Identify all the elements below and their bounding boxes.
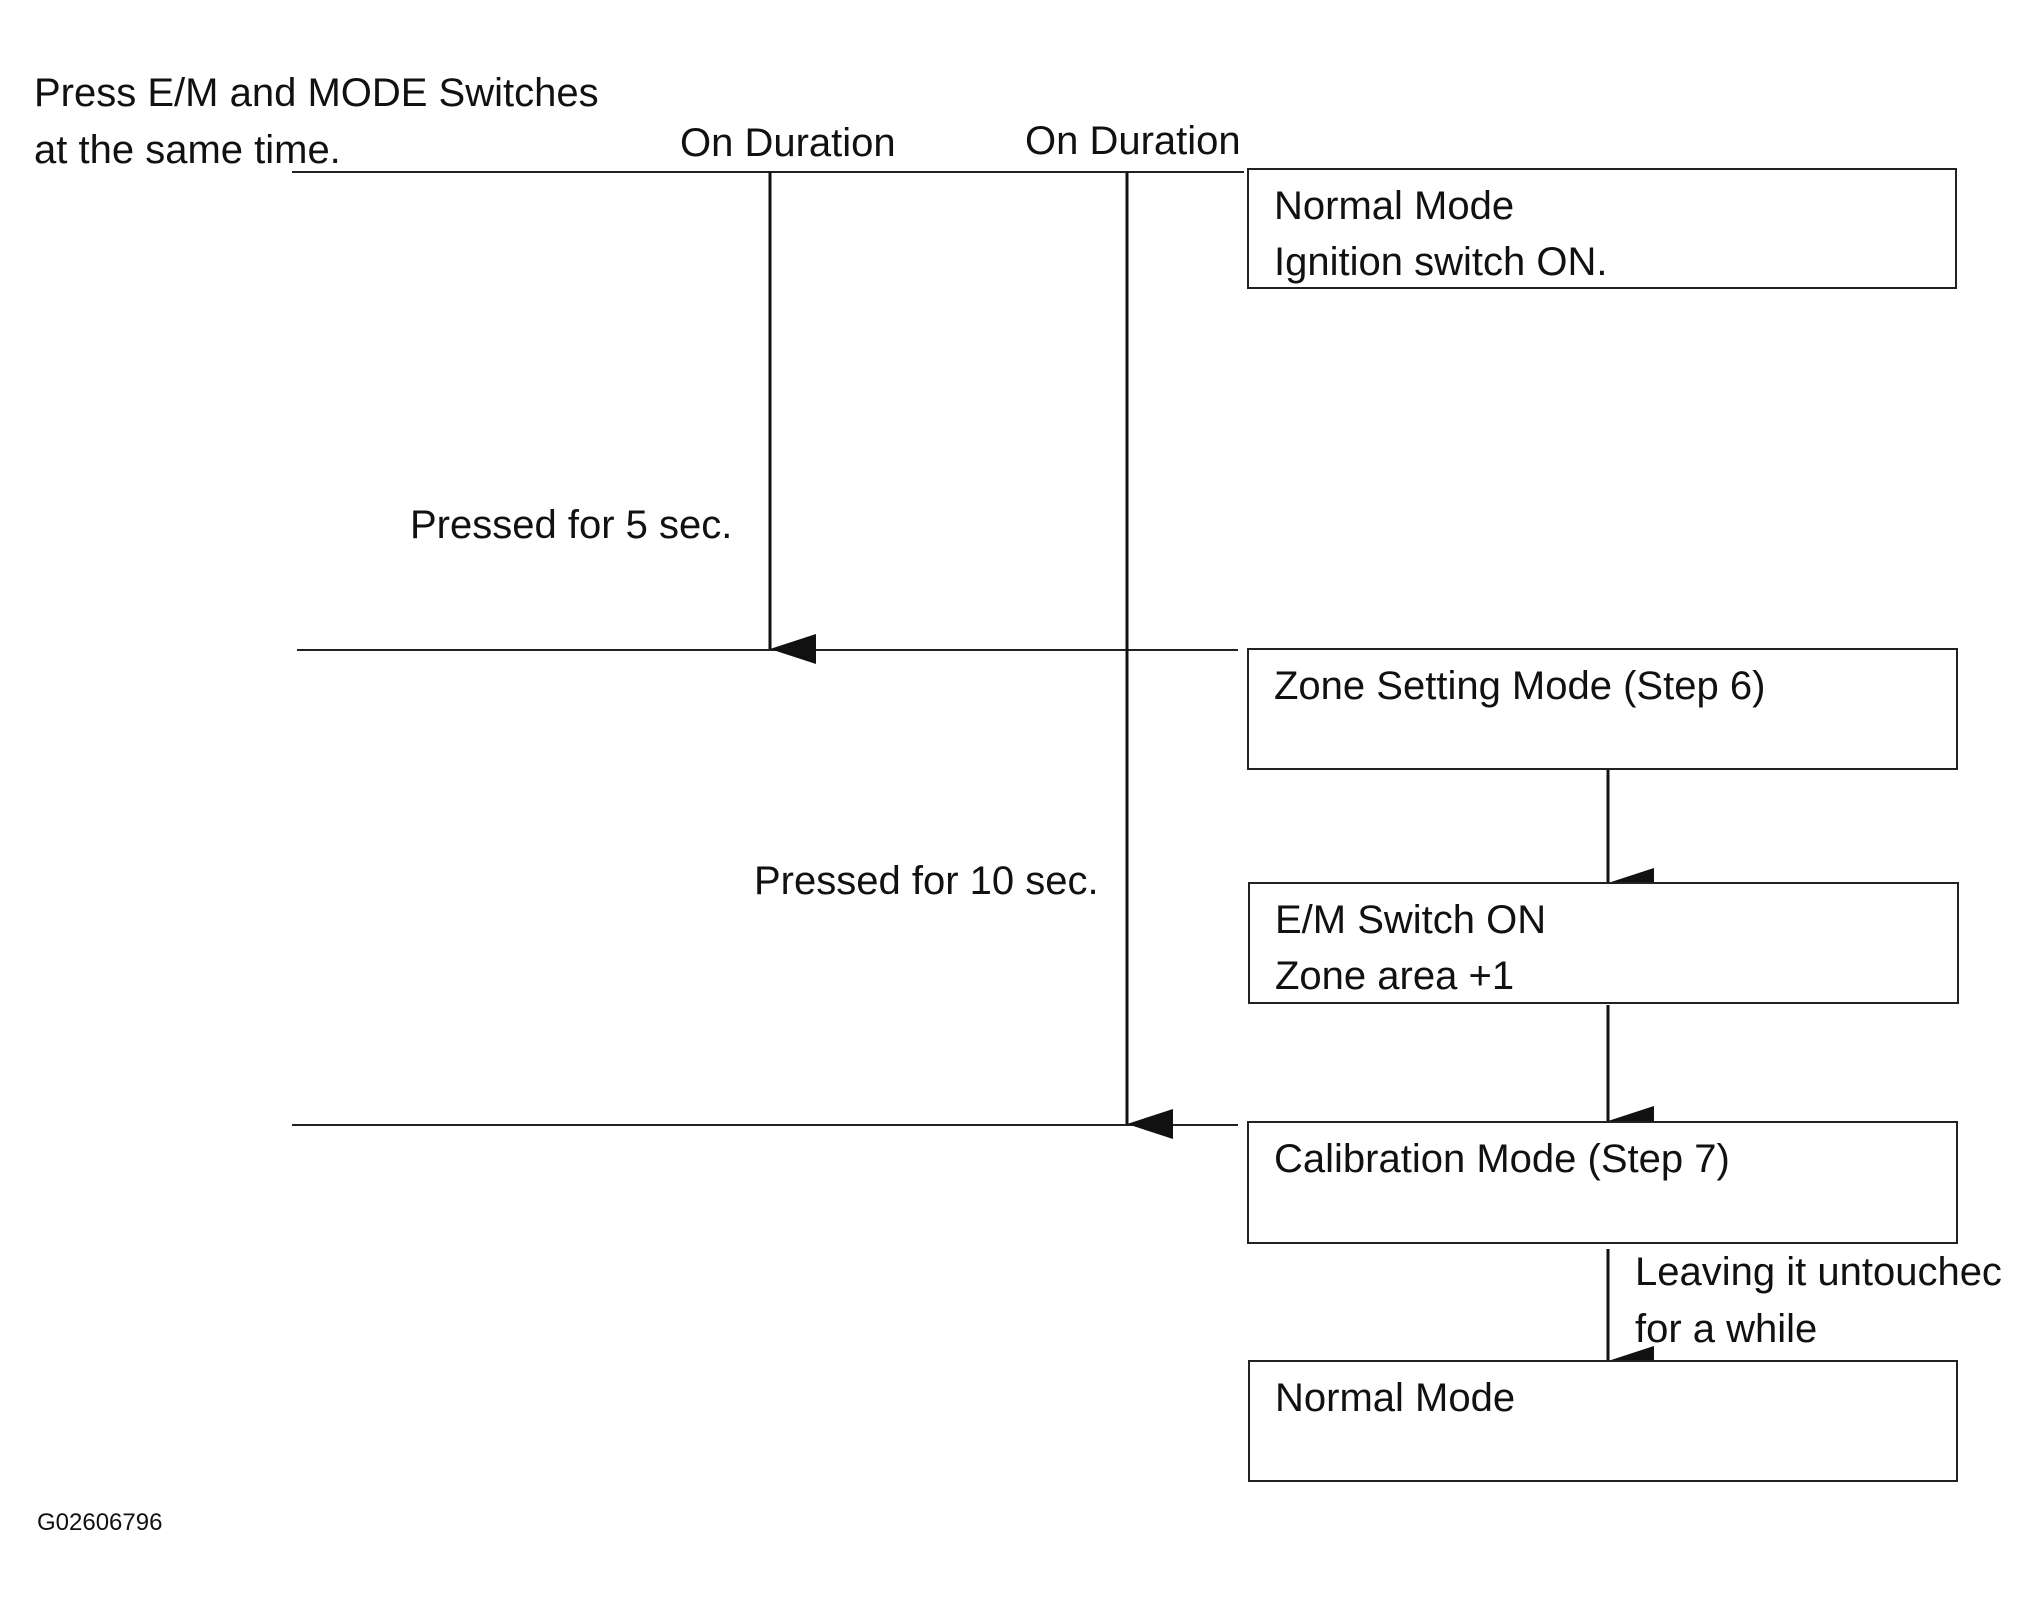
on-duration-label-1: On Duration — [680, 121, 896, 165]
instruction-line-1: Press E/M and MODE Switches — [34, 71, 599, 115]
calibration-mode-box: Calibration Mode (Step 7) — [1247, 1121, 1958, 1244]
calibration-mode-title: Calibration Mode (Step 7) — [1274, 1137, 1730, 1181]
em-switch-title: E/M Switch ON — [1275, 898, 1547, 942]
figure-id: G02606796 — [37, 1509, 163, 1536]
pressed-5-sec-label: Pressed for 5 sec. — [410, 503, 733, 547]
zone-setting-mode-title: Zone Setting Mode (Step 6) — [1274, 664, 1766, 708]
normal-mode-end-title: Normal Mode — [1275, 1376, 1516, 1420]
normal-mode-start-title: Normal Mode — [1274, 184, 1515, 228]
normal-mode-start-detail: Ignition switch ON. — [1274, 240, 1608, 284]
untouched-label-line-1: Leaving it untouchec — [1635, 1250, 2002, 1294]
em-switch-detail: Zone area +1 — [1275, 954, 1515, 998]
em-switch-box: E/M Switch ON Zone area +1 — [1248, 882, 1959, 1004]
pressed-10-sec-label: Pressed for 10 sec. — [754, 859, 1099, 903]
normal-mode-start-box: Normal Mode Ignition switch ON. — [1247, 168, 1957, 289]
zone-setting-mode-box: Zone Setting Mode (Step 6) — [1247, 648, 1958, 770]
untouched-label-line-2: for a while — [1635, 1307, 1818, 1351]
instruction-line-2: at the same time. — [34, 128, 341, 172]
normal-mode-end-box: Normal Mode — [1248, 1360, 1958, 1482]
on-duration-label-2: On Duration — [1025, 119, 1241, 163]
